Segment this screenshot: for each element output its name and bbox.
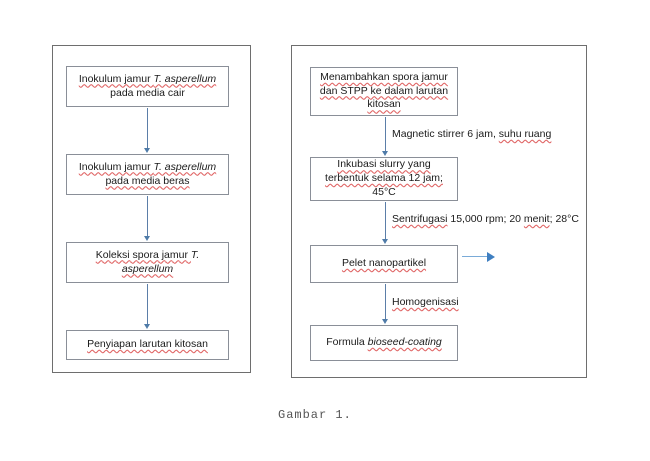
edge-label-text-c: menit: [523, 213, 550, 225]
connector-line-r1-r2: [385, 117, 386, 153]
node-text-line1: Pelet nanopartikel: [341, 257, 427, 270]
edge-label-text-a: Homogenisasi: [392, 296, 459, 308]
connector-arrowhead-r1-r2: [382, 151, 388, 156]
node-text-line1-a: Penyiapan larutan kitosan: [87, 338, 208, 351]
connector-arrowhead-pelet-output: [487, 252, 495, 262]
node-text-line2: pada media beras: [105, 174, 190, 187]
node-text-line1: Menambahkan spora jamur: [320, 70, 448, 83]
connector-line-l3-l4: [147, 284, 148, 326]
node-text-line1-b: T. asperellum: [153, 160, 217, 173]
process-box-menambahkan-spora: Menambahkan spora jamur dan STPP ke dala…: [310, 67, 458, 116]
node-text-line2: dan STPP ke dalam larutan: [319, 84, 449, 97]
connector-line-r3-r4: [385, 284, 386, 321]
edge-label-text-b: 15,000 rpm; 20: [447, 213, 524, 225]
node-text-line1-a: Koleksi spora jamur: [95, 248, 191, 261]
node-text-line3: 45°C: [372, 185, 396, 198]
edge-label-sentrifugasi: Sentrifugasi 15,000 rpm; 20 menit; 28°C: [392, 213, 579, 226]
edge-label-homogenisasi: Homogenisasi: [392, 296, 459, 309]
connector-arrowhead-r3-r4: [382, 319, 388, 324]
node-text-line1-b: T.: [190, 248, 200, 261]
process-box-formula-bioseed: Formula bioseed-coating: [310, 325, 458, 361]
connector-line-l2-l3: [147, 196, 148, 238]
node-text-line2: terbentuk selama 12 jam;: [325, 172, 443, 185]
connector-arrowhead-r2-r3: [382, 239, 388, 244]
process-box-inokulum-cair: Inokulum jamur T. asperellum pada media …: [66, 66, 229, 107]
process-box-inokulum-beras: Inokulum jamur T. asperellum pada media …: [66, 154, 229, 195]
node-text-line2: asperellum: [121, 262, 174, 275]
process-box-pelet-nanopartikel: Pelet nanopartikel: [310, 245, 458, 283]
node-text-line3: kitosan: [367, 98, 401, 111]
connector-line-l1-l2: [147, 108, 148, 150]
connector-arrowhead-l3-l4: [144, 324, 150, 329]
edge-label-text-b: suhu ruang: [498, 128, 552, 140]
node-text-line1-b: bioseed-coating: [367, 336, 442, 349]
node-text-line2: pada media cair: [110, 86, 185, 99]
edge-label-magnetic-stirrer: Magnetic stirrer 6 jam, suhu ruang: [392, 128, 551, 141]
process-box-inkubasi-slurry: Inkubasi slurry yang terbentuk selama 12…: [310, 157, 458, 201]
node-text-line1-a: Inokulum jamur: [78, 72, 154, 85]
process-box-penyiapan-kitosan: Penyiapan larutan kitosan: [66, 330, 229, 360]
figure-caption: Gambar 1.: [278, 408, 352, 422]
process-box-koleksi-spora: Koleksi spora jamur T. asperellum: [66, 242, 229, 283]
connector-arrowhead-l2-l3: [144, 236, 150, 241]
node-text-line1-b: T. asperellum: [153, 72, 217, 85]
edge-label-text-a: Sentrifugasi: [392, 213, 448, 225]
node-text-line1-a: Formula: [326, 336, 368, 349]
connector-arrowhead-l1-l2: [144, 148, 150, 153]
edge-label-text-a: Magnetic stirrer 6 jam,: [392, 128, 499, 140]
node-text-line1: Inkubasi slurry yang: [337, 158, 431, 171]
edge-label-text-d: ; 28°C: [549, 213, 579, 225]
connector-line-r2-r3: [385, 202, 386, 241]
node-text-line1-a: Inokulum jamur: [78, 160, 154, 173]
connector-line-pelet-output: [462, 256, 488, 258]
